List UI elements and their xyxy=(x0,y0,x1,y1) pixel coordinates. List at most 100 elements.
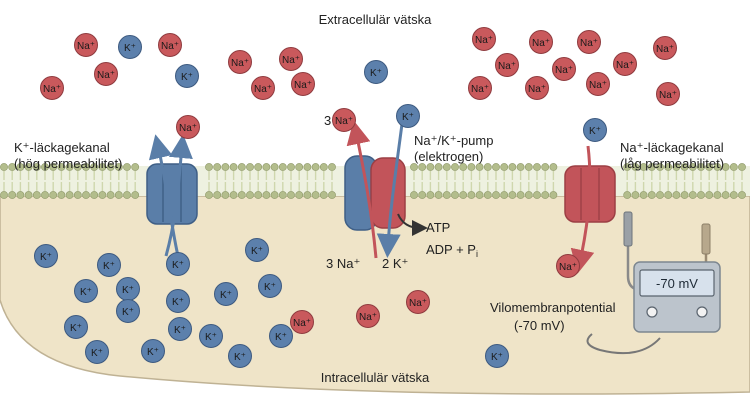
lipid-head xyxy=(721,163,730,171)
meter-screen xyxy=(639,269,715,297)
ion-circle xyxy=(406,290,430,314)
lipid-head xyxy=(410,191,418,199)
lipid-head xyxy=(57,163,66,171)
ion-label: K⁺ xyxy=(122,307,134,318)
ion-label: Na⁺ xyxy=(161,41,179,52)
lipid-head xyxy=(24,163,33,171)
lipid-head xyxy=(278,191,287,199)
lipid-head xyxy=(451,191,459,199)
lipid-head xyxy=(442,191,451,199)
ion-circle xyxy=(175,64,199,88)
lipid-head xyxy=(246,163,254,171)
lipid-head xyxy=(508,191,517,199)
ion-label: K⁺ xyxy=(251,246,263,257)
probe-tip xyxy=(701,223,711,255)
lipid-head xyxy=(664,163,673,171)
na-ion: Na⁺ xyxy=(94,62,118,86)
lipid-head xyxy=(533,191,541,199)
pump-sublabel: (elektrogen) xyxy=(414,149,483,164)
lipid-head xyxy=(410,163,418,171)
k-ion: K⁺ xyxy=(74,279,98,303)
lipid-head xyxy=(713,163,722,171)
ion-circle xyxy=(279,47,303,71)
ion-circle xyxy=(251,76,275,100)
lipid-tails xyxy=(3,171,743,191)
lipid-head xyxy=(483,191,492,199)
na-ion: Na⁺ xyxy=(40,76,64,100)
voltmeter: -70 mV xyxy=(586,211,721,355)
ion-label: Na⁺ xyxy=(231,58,249,69)
lipid-head xyxy=(328,163,336,171)
ion-label: K⁺ xyxy=(91,348,103,359)
na-ion: Na⁺ xyxy=(472,27,496,51)
lipid-head xyxy=(98,163,107,171)
lipid-head xyxy=(656,191,664,199)
resting-potential-value: (-70 mV) xyxy=(514,318,565,333)
ion-label: Na⁺ xyxy=(471,84,489,95)
lipid-head xyxy=(319,191,328,199)
na-k-pump xyxy=(344,120,428,259)
ion-label: K⁺ xyxy=(275,332,287,343)
k-ion: K⁺ xyxy=(141,339,165,363)
lipid-head xyxy=(549,163,558,171)
lipid-head xyxy=(262,163,271,171)
k-leak-channel xyxy=(146,134,198,257)
lipid-head xyxy=(541,191,550,199)
lipid-head xyxy=(467,163,476,171)
ion-label: Na⁺ xyxy=(409,298,427,309)
lipid-head xyxy=(32,191,41,199)
ion-circle xyxy=(199,324,223,348)
na-ion: Na⁺ xyxy=(290,310,314,334)
ion-label: Na⁺ xyxy=(179,123,197,134)
pump-in-k-label: 2 K⁺ xyxy=(382,256,408,271)
extracellular-label: Extracellulär vätska xyxy=(319,12,432,27)
na-ion: Na⁺ xyxy=(552,57,576,81)
k-ion: K⁺ xyxy=(228,344,252,368)
lipid-head xyxy=(705,191,714,199)
na-channel-sublabel: (låg permeabilitet) xyxy=(620,156,724,171)
lipid-head xyxy=(114,163,123,171)
lipid-head xyxy=(697,191,705,199)
ion-circle xyxy=(158,33,182,57)
lipid-head xyxy=(729,163,738,171)
ion-label: Na⁺ xyxy=(294,80,312,91)
ion-circle xyxy=(116,299,140,323)
ion-circle xyxy=(85,340,109,364)
ion-label: K⁺ xyxy=(181,72,193,83)
meter-display: -70 mV xyxy=(656,276,698,291)
ion-circle xyxy=(364,60,388,84)
ion-label: Na⁺ xyxy=(528,84,546,95)
lipid-head xyxy=(311,191,320,199)
adp-label: ADP + Pi xyxy=(426,242,478,259)
ion-circle xyxy=(74,279,98,303)
ion-circle xyxy=(228,344,252,368)
lipid-head xyxy=(500,163,509,171)
k-ion: K⁺ xyxy=(118,35,142,59)
na-ion: Na⁺ xyxy=(356,304,380,328)
k-efflux-arrow xyxy=(148,134,180,257)
lipid-head xyxy=(418,163,427,171)
lipid-head xyxy=(32,163,41,171)
lipid-head xyxy=(90,191,99,199)
ion-circle xyxy=(64,315,88,339)
lipid-head xyxy=(738,163,746,171)
ion-circle xyxy=(613,52,637,76)
lipid-head xyxy=(237,191,246,199)
lipid-head xyxy=(49,163,58,171)
lipid-head xyxy=(303,191,312,199)
ion-label: Na⁺ xyxy=(282,55,300,66)
ion-circle xyxy=(552,57,576,81)
ion-label: Na⁺ xyxy=(659,90,677,101)
lipid-head xyxy=(647,191,656,199)
ion-label: K⁺ xyxy=(172,260,184,271)
ion-circle xyxy=(356,304,380,328)
lipid-head xyxy=(303,163,312,171)
pump-in-na-label: 3 Na⁺ xyxy=(326,256,360,271)
ion-circle xyxy=(529,30,553,54)
na-ion: Na⁺ xyxy=(529,30,553,54)
k-ion: K⁺ xyxy=(485,344,509,368)
ion-circle xyxy=(269,324,293,348)
lipid-head xyxy=(508,163,517,171)
